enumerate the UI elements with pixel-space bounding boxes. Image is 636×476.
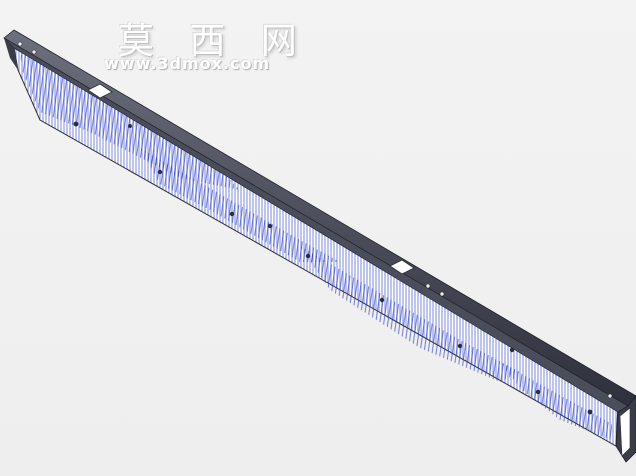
face-hole [157, 169, 163, 175]
face-hole [229, 211, 235, 217]
face-hole [509, 347, 515, 353]
beam-left-end [4, 38, 18, 70]
beam-clip-2 [389, 259, 415, 275]
flange-hole [425, 283, 431, 289]
face-hole [535, 389, 541, 395]
flange-hole [439, 291, 445, 297]
beam-shade-region-4 [500, 362, 612, 440]
beam-shade-region-3 [300, 246, 520, 382]
face-hole [457, 343, 463, 349]
face-holes [73, 121, 593, 415]
face-hole [587, 409, 593, 415]
face-hole [73, 121, 79, 127]
face-hole [128, 124, 132, 128]
watermark: 莫 西 网 www.3dmox.com [0, 0, 380, 90]
beam-end-inner [619, 407, 631, 457]
beam-clip-1 [87, 83, 113, 99]
face-hole [305, 253, 311, 259]
beam-shade-region-1 [20, 52, 240, 190]
watermark-url: www.3dmox.com [104, 54, 271, 73]
flange-hole [17, 41, 23, 47]
flange-hole [31, 49, 37, 55]
flange-holes [17, 41, 613, 399]
face-hole [379, 297, 385, 303]
face-hole [267, 223, 273, 229]
flange-hole [607, 393, 613, 399]
watermark-title: 莫 西 网 [118, 21, 309, 62]
